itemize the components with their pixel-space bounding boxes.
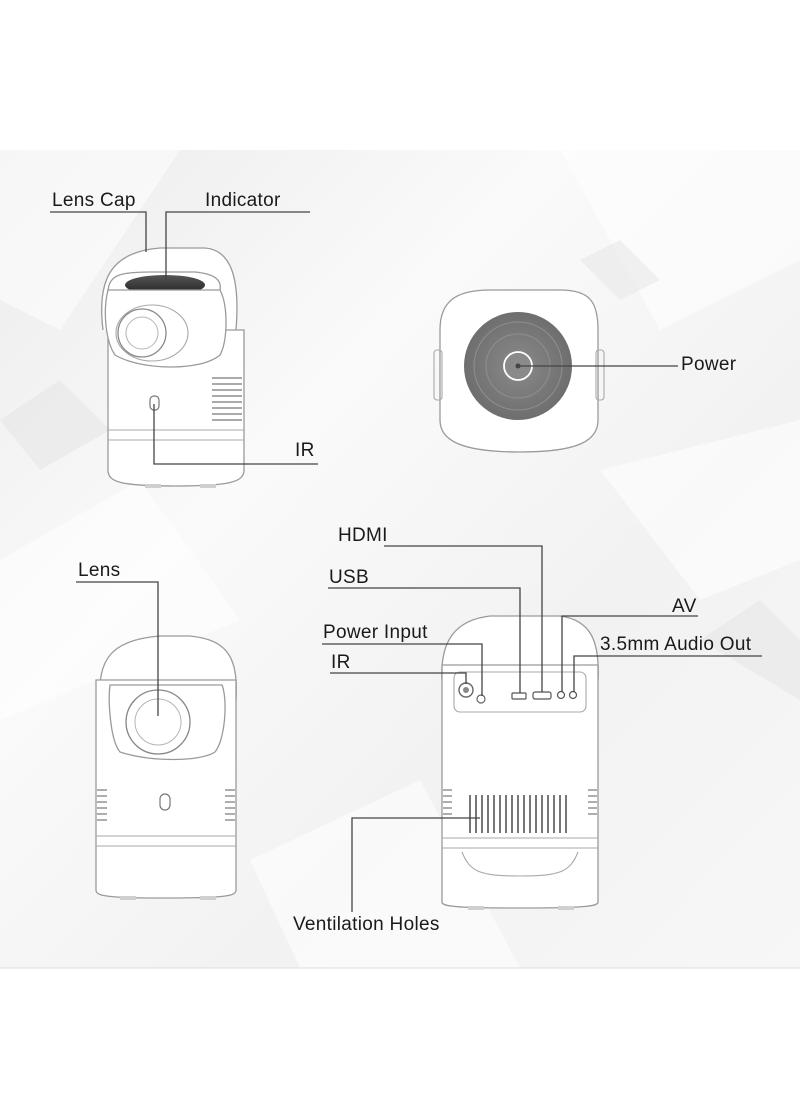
leader-lens <box>76 581 159 716</box>
leader-audio-out <box>573 655 762 692</box>
label-av: AV <box>672 596 697 617</box>
ventilation-grille <box>469 795 567 833</box>
leader-hdmi <box>384 545 543 692</box>
projector-front-view <box>95 635 237 900</box>
projector-top-view <box>433 289 605 453</box>
leader-usb <box>328 587 521 693</box>
leader-indicator <box>165 211 310 282</box>
background-shade <box>0 240 800 700</box>
label-lens: Lens <box>78 560 120 581</box>
leader-ventilation <box>351 817 480 912</box>
leader-ir-top <box>153 404 318 465</box>
leader-lens-cap <box>50 211 147 252</box>
labels: Lens Cap Indicator Power IR Lens HDMI US… <box>52 190 752 935</box>
label-power-input: Power Input <box>323 622 428 643</box>
background-facets <box>0 150 800 968</box>
label-ir-top: IR <box>295 440 315 461</box>
label-power: Power <box>681 354 737 375</box>
label-usb: USB <box>329 567 369 588</box>
projector-back-view <box>441 615 599 910</box>
leader-ir-back <box>330 672 467 684</box>
label-lens-cap: Lens Cap <box>52 190 136 211</box>
leader-power-input <box>322 643 483 696</box>
label-ir-back: IR <box>331 652 351 673</box>
label-indicator: Indicator <box>205 190 281 211</box>
label-hdmi: HDMI <box>338 525 388 546</box>
leader-lines <box>50 211 762 912</box>
leader-av <box>561 615 698 692</box>
label-ventilation: Ventilation Holes <box>293 914 440 935</box>
projector-front-angled <box>101 247 245 488</box>
label-audio-out: 3.5mm Audio Out <box>600 634 752 655</box>
